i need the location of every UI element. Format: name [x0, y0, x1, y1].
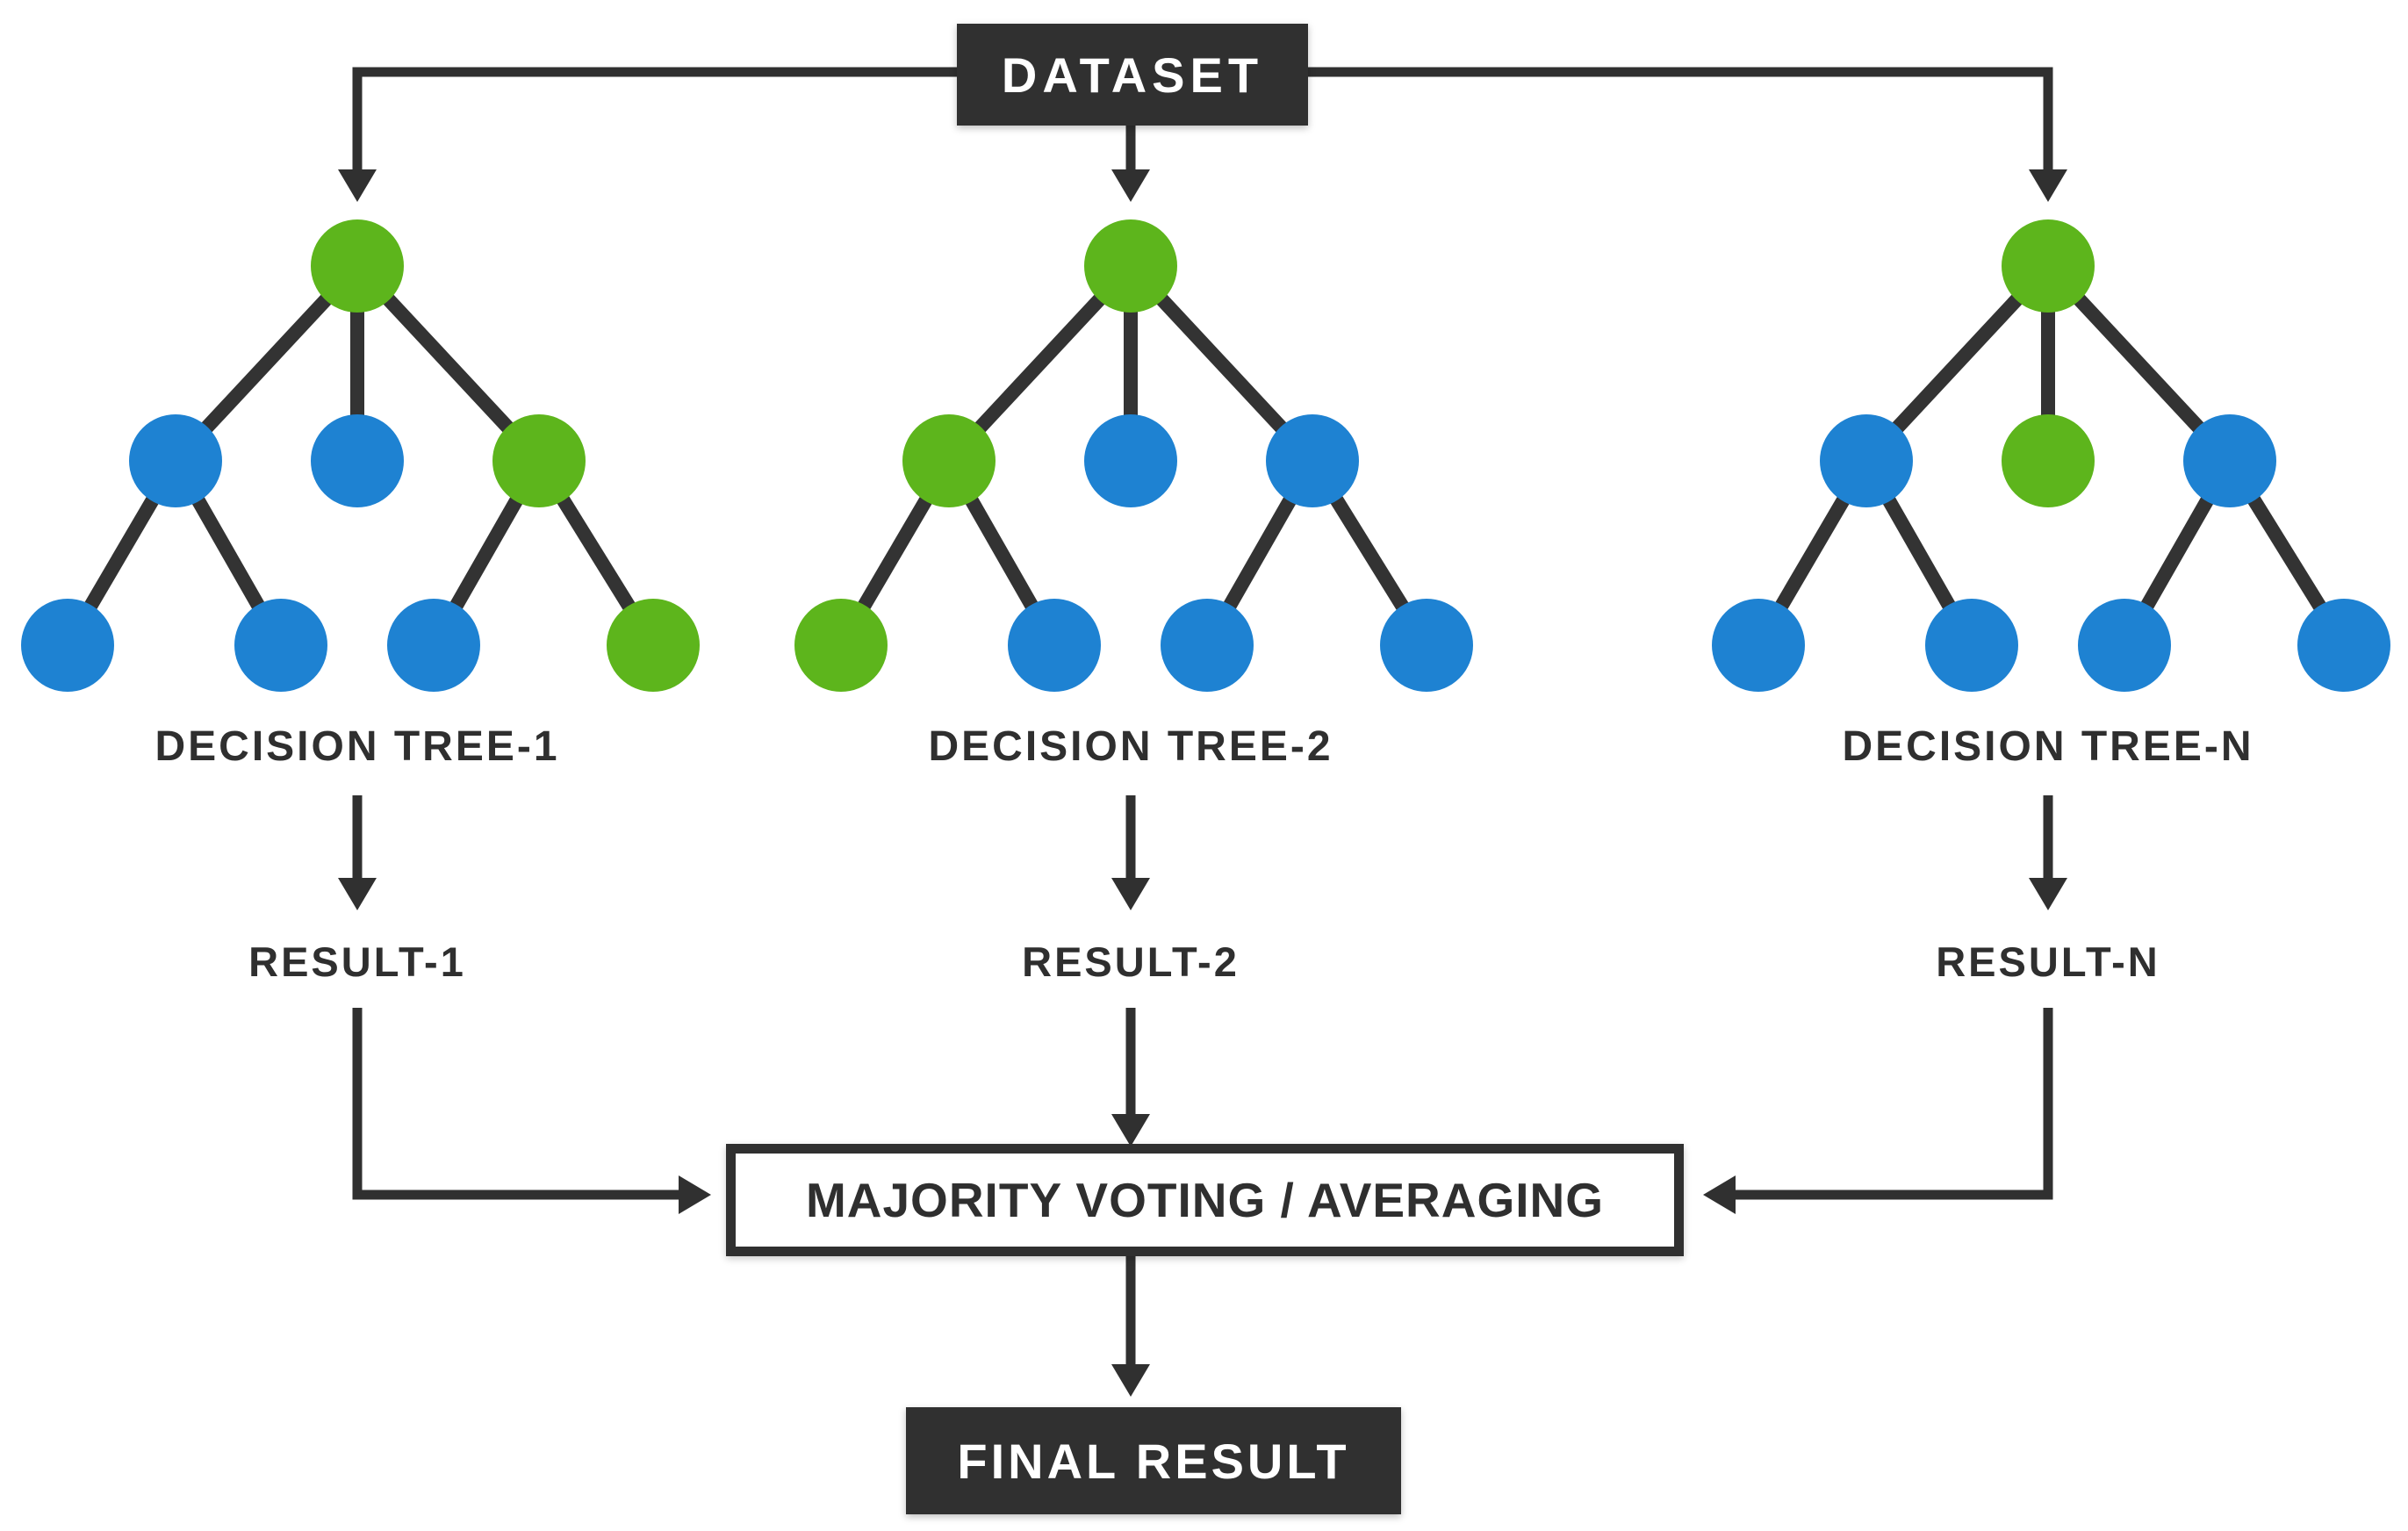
decision-tree-2-nodes — [794, 219, 1473, 692]
tree-node-blue — [1266, 414, 1359, 507]
tree-node-green — [2002, 219, 2095, 313]
decision-tree-1-label: DECISION TREE-1 — [155, 722, 560, 770]
tree-node-blue — [2183, 414, 2276, 507]
final-result-box: FINAL RESULT — [906, 1407, 1401, 1514]
decision-tree-n-label: DECISION TREE-N — [1842, 722, 2254, 770]
tree-node-blue — [311, 414, 404, 507]
decision-tree-1-nodes — [21, 219, 700, 692]
tree-node-green — [311, 219, 404, 313]
tree-node-green — [1084, 219, 1177, 313]
tree-node-green — [2002, 414, 2095, 507]
result-1-label: RESULT-1 — [248, 938, 466, 985]
decision-tree-n-nodes — [1712, 219, 2390, 692]
tree-node-blue — [1161, 599, 1254, 692]
tree-node-blue — [1380, 599, 1473, 692]
tree-node-blue — [1820, 414, 1913, 507]
result-n-label: RESULT-N — [1936, 938, 2160, 985]
tree-node-blue — [21, 599, 114, 692]
majority-voting-box: MAJORITY VOTING / AVERAGING — [726, 1144, 1684, 1256]
tree-node-blue — [1084, 414, 1177, 507]
tree-node-blue — [1712, 599, 1805, 692]
dataset-box: DATASET — [957, 24, 1308, 126]
tree-node-blue — [2078, 599, 2171, 692]
tree-node-green — [794, 599, 888, 692]
tree-node-blue — [234, 599, 327, 692]
tree-node-blue — [387, 599, 480, 692]
tree-node-green — [902, 414, 996, 507]
tree-node-blue — [1925, 599, 2018, 692]
decision-tree-2-label: DECISION TREE-2 — [928, 722, 1333, 770]
tree-node-blue — [2297, 599, 2390, 692]
result-2-label: RESULT-2 — [1022, 938, 1240, 985]
tree-node-green — [492, 414, 586, 507]
tree-node-blue — [1008, 599, 1101, 692]
tree-node-blue — [129, 414, 222, 507]
tree-node-green — [607, 599, 700, 692]
